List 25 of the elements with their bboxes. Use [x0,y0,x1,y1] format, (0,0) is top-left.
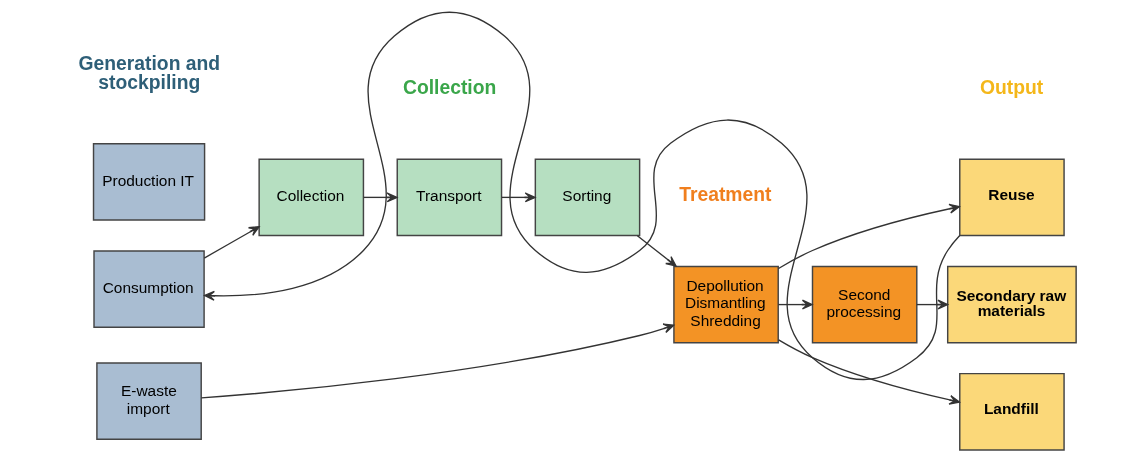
arrow [200,323,674,399]
label: Collection [402,77,496,99]
label: Treatment [678,184,771,206]
node-box: Reuse [958,158,1065,237]
arrow [777,339,960,405]
arrow [203,226,260,259]
label: Output [979,77,1043,99]
node-box: Secondary raw materials [946,265,1077,344]
node-box: Depollution Dismantling Shredding [672,265,779,344]
arrow [777,203,960,270]
node-box: Production IT [92,143,205,221]
label: Generation and stockpiling [78,52,220,94]
node-box: Sorting [534,158,640,237]
node-box: Consumption [92,250,205,328]
node-box: Landfill [958,372,1065,451]
node-box: Second processing [811,265,917,344]
arrow [203,11,960,381]
node-box: Collection [257,158,364,237]
arrow [777,299,813,310]
node-box: E-waste import [95,362,202,440]
arrow [915,299,948,310]
arrow [362,192,398,203]
arrow [500,192,536,203]
node-box: Transport [396,158,502,237]
arrow [636,235,677,267]
